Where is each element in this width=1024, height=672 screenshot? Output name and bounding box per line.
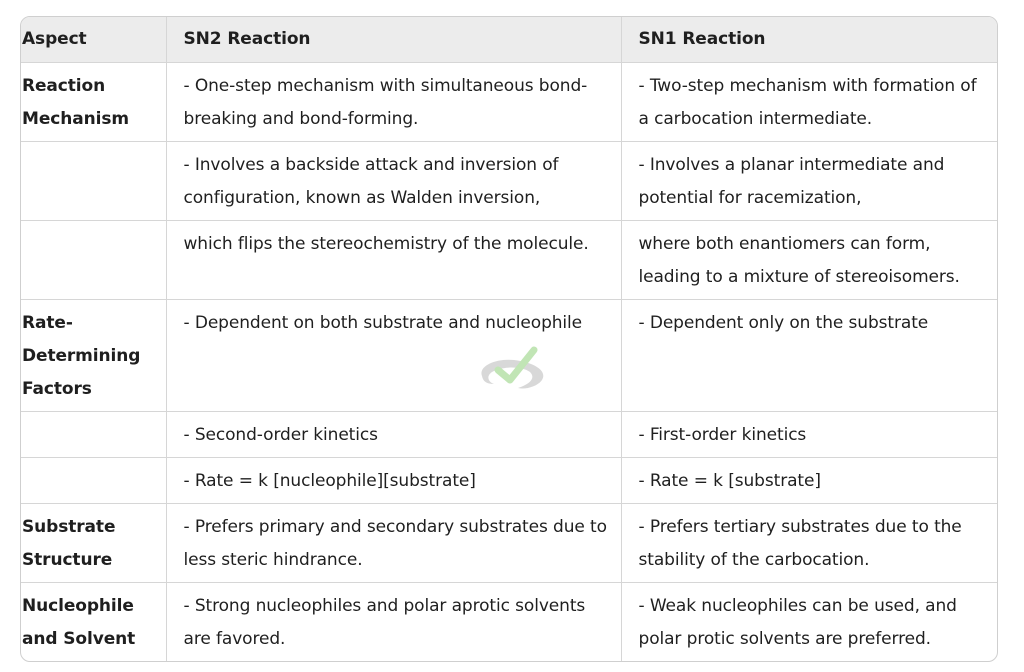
header-row: Aspect SN2 Reaction SN1 Reaction xyxy=(21,17,997,63)
table-row: - Rate = k [nucleophile][substrate] - Ra… xyxy=(21,457,997,504)
aspect-cell: Rate-Determining Factors xyxy=(21,299,167,412)
checkmark-swoosh-icon xyxy=(476,342,550,394)
sn1-cell: - Prefers tertiary substrates due to the… xyxy=(621,503,997,583)
sn2-cell: - Dependent on both substrate and nucleo… xyxy=(166,299,622,412)
header-sn2: SN2 Reaction xyxy=(166,17,622,63)
sn2-cell: - One-step mechanism with simultaneous b… xyxy=(166,62,622,142)
sn1-cell: - First-order kinetics xyxy=(621,411,997,458)
sn2-cell: - Strong nucleophiles and polar aprotic … xyxy=(166,582,622,661)
aspect-cell: Nucleophile and Solvent xyxy=(21,582,167,661)
sn1-sn2-comparison-table: Aspect SN2 Reaction SN1 Reaction Reactio… xyxy=(21,17,997,661)
sn1-cell: - Involves a planar intermediate and pot… xyxy=(621,141,997,221)
sn1-cell: where both enantiomers can form, leading… xyxy=(621,220,997,300)
aspect-cell: Substrate Structure xyxy=(21,503,167,583)
aspect-cell xyxy=(21,457,167,504)
header-sn1: SN1 Reaction xyxy=(621,17,997,63)
table-row: Rate-Determining Factors - Dependent on … xyxy=(21,299,997,412)
aspect-cell xyxy=(21,141,167,221)
table-row: Nucleophile and Solvent - Strong nucleop… xyxy=(21,582,997,661)
table-row: Substrate Structure - Prefers primary an… xyxy=(21,503,997,583)
table-row: - Second-order kinetics - First-order ki… xyxy=(21,411,997,458)
sn1-cell: - Dependent only on the substrate xyxy=(621,299,997,412)
table-body: Reaction Mechanism - One-step mechanism … xyxy=(21,62,997,661)
sn2-cell: - Involves a backside attack and inversi… xyxy=(166,141,622,221)
table-row: which flips the stereochemistry of the m… xyxy=(21,220,997,300)
sn1-cell: - Weak nucleophiles can be used, and pol… xyxy=(638,595,957,649)
sn1-cell: - Two-step mechanism with formation of a… xyxy=(621,62,997,142)
header-aspect: Aspect xyxy=(21,17,167,63)
sn2-cell: which flips the stereochemistry of the m… xyxy=(166,220,622,300)
table-header: Aspect SN2 Reaction SN1 Reaction xyxy=(21,17,997,63)
aspect-cell xyxy=(21,411,167,458)
sn1-cell: - Rate = k [substrate] xyxy=(621,457,997,504)
table-row: - Involves a backside attack and inversi… xyxy=(21,141,997,221)
sn2-cell: - Rate = k [nucleophile][substrate] xyxy=(166,457,622,504)
sn2-cell: - Second-order kinetics xyxy=(166,411,622,458)
aspect-cell xyxy=(21,220,167,300)
sn2-cell: - Prefers primary and secondary substrat… xyxy=(166,503,622,583)
table-row: Reaction Mechanism - One-step mechanism … xyxy=(21,62,997,142)
comparison-table-container: Aspect SN2 Reaction SN1 Reaction Reactio… xyxy=(20,16,998,662)
aspect-cell: Reaction Mechanism xyxy=(21,62,167,142)
